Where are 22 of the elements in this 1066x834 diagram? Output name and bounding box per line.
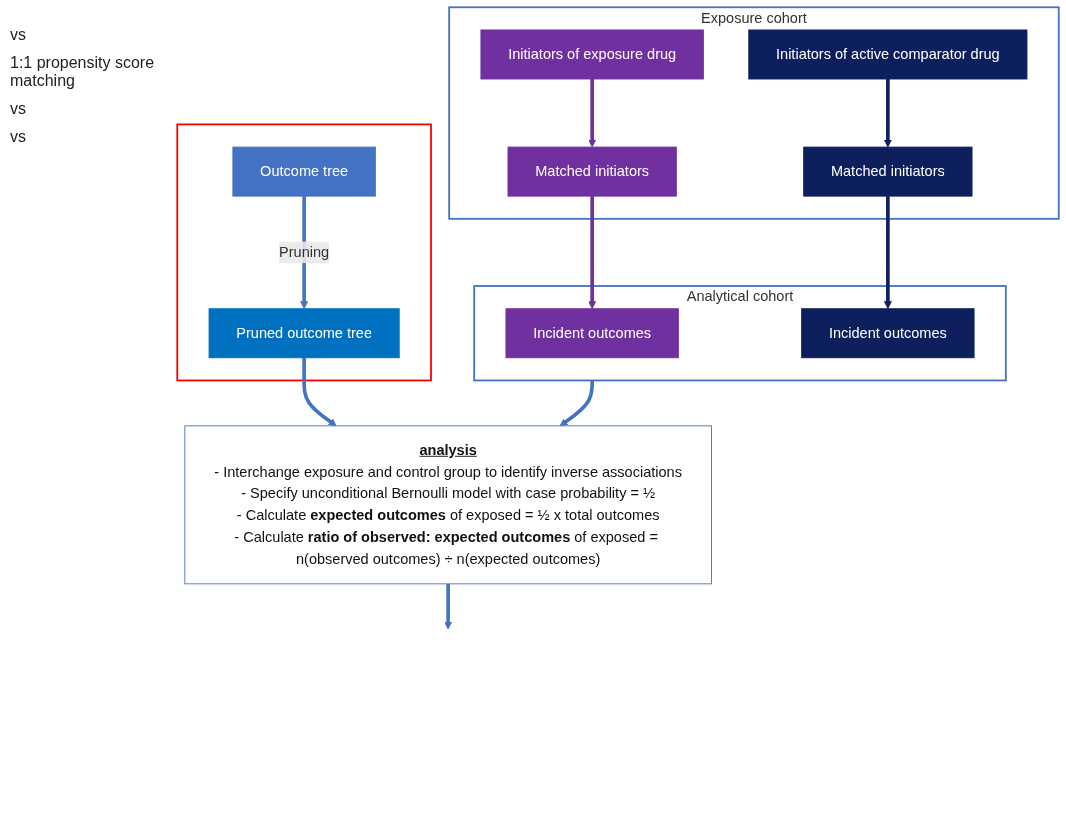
note-label: vs: [10, 100, 27, 118]
note-label: vs: [10, 26, 27, 44]
arrow: [588, 79, 597, 148]
node-box: Incident outcomes: [801, 308, 975, 359]
node-box: Initiators of active comparator drug: [748, 29, 1028, 80]
arrow: [559, 380, 594, 427]
node-box: Pruned outcome tree: [208, 308, 400, 359]
cluster: [176, 123, 432, 382]
arrow: [302, 357, 337, 427]
arrow: [588, 196, 597, 310]
node-box: Matched initiators: [803, 146, 973, 197]
node-box: Initiators of exposure drug: [480, 29, 704, 80]
node-box: analysis - Interchange exposure and control group to identify inverse associations - Specify unconditional Bernoulli model with case probability = ½ - Calculate expected outcomes of exposed = ½ x total outcomes - Calculate ratio of observed: expected outcomes of exposed = n(observed outcomes) ÷ n(expected outcomes): [184, 425, 712, 585]
arrow: [883, 196, 892, 310]
node-box: Matched initiators: [507, 146, 677, 197]
node-box: Outcome tree: [232, 146, 376, 197]
edge-label: Pruning: [279, 244, 330, 260]
note-label: 1:1 propensity score matching: [10, 54, 156, 90]
node-box: Incident outcomes: [505, 308, 679, 359]
arrow: [444, 583, 453, 630]
arrow: [883, 79, 892, 148]
note-label: vs: [10, 128, 27, 146]
